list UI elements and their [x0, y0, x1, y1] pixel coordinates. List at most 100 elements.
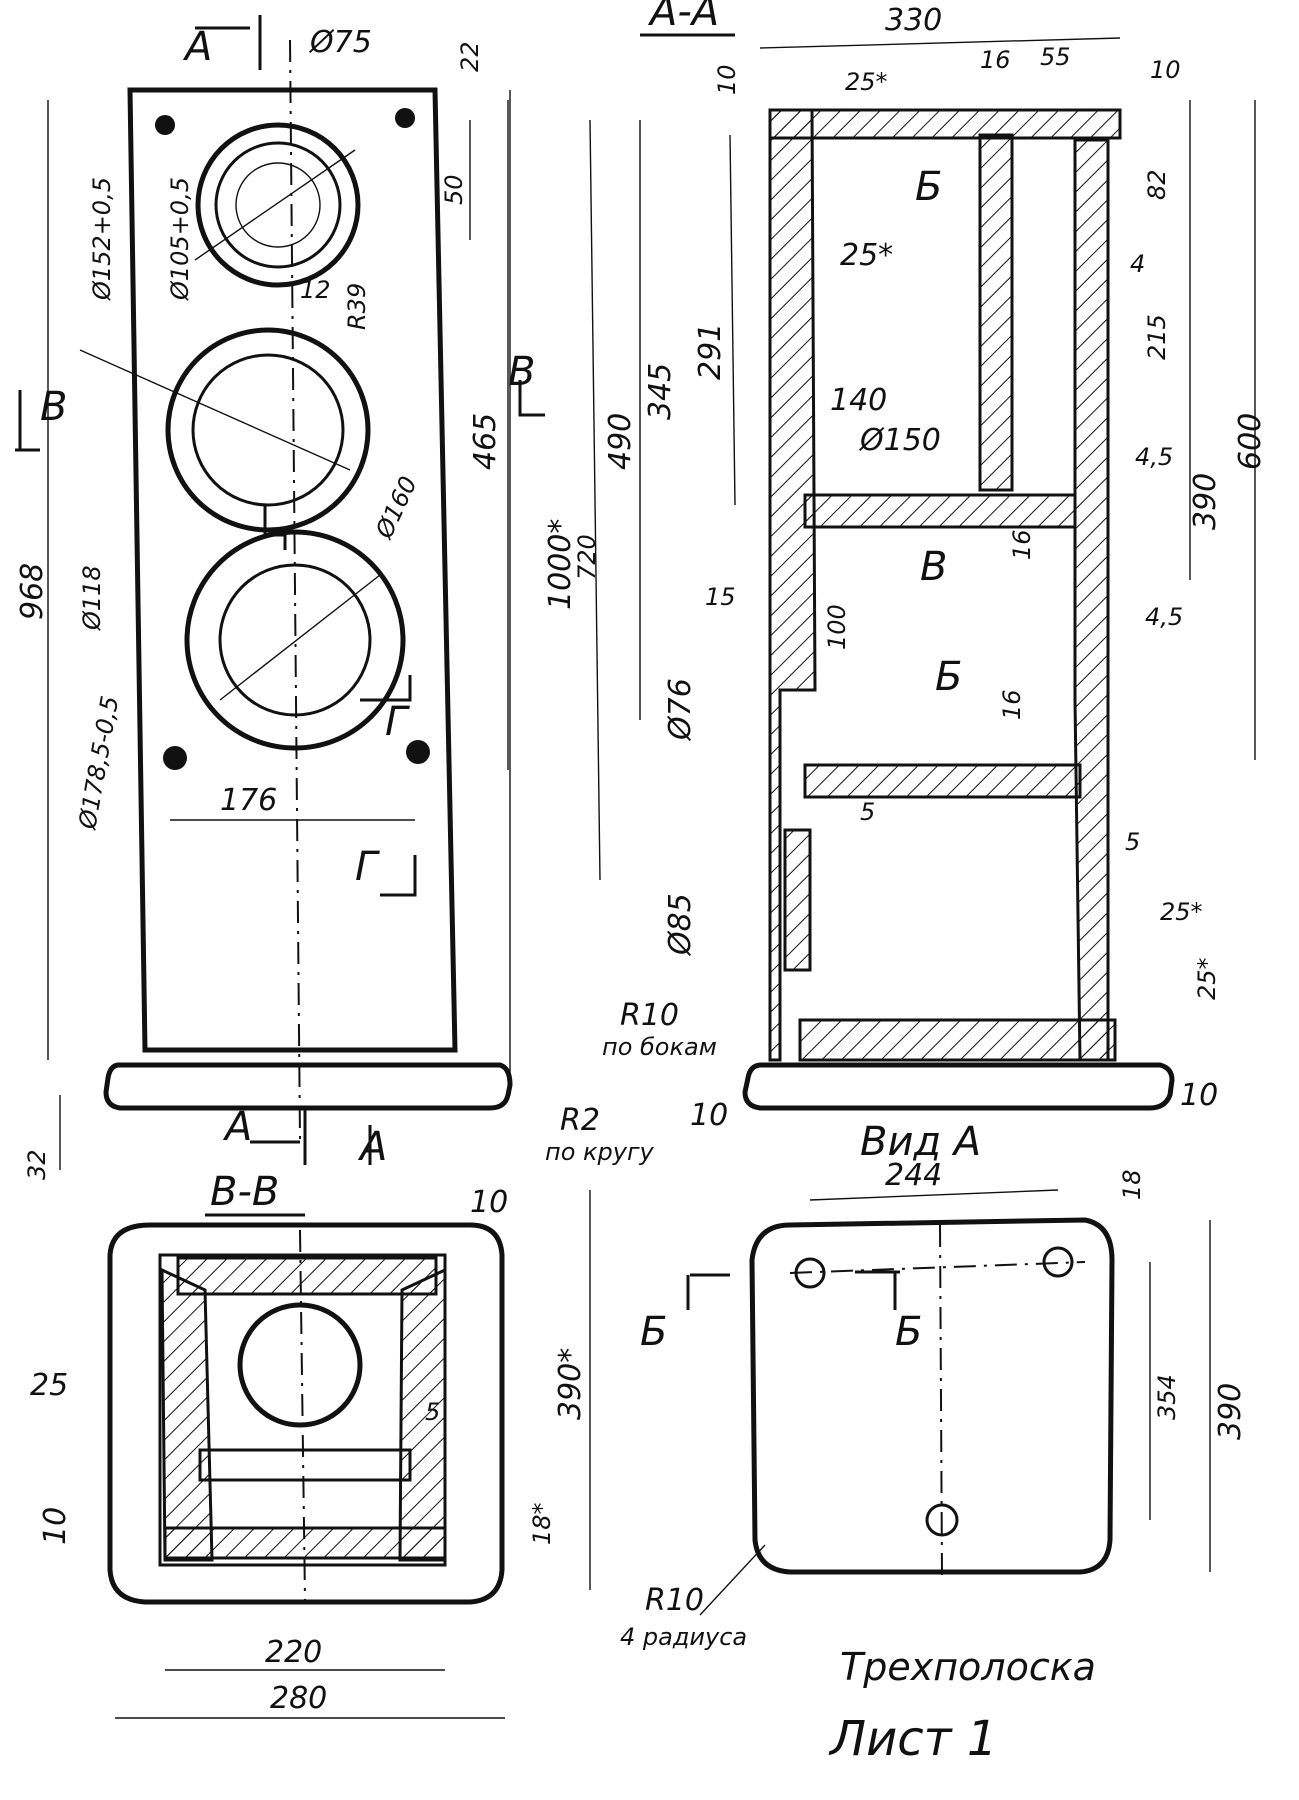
dim-tweeter-hole: Ø75 [308, 25, 372, 60]
aa-inner-partition [978, 133, 1014, 492]
cut-letter-a-top: А [182, 24, 212, 70]
cut-mark-a-bottom [250, 1108, 307, 1165]
aa-dim-150: Ø150 [858, 423, 941, 458]
aa-shelf-upper [803, 493, 1077, 529]
mount-hole-top-right [395, 108, 415, 128]
vv-driver-hole [237, 1302, 363, 1428]
cut-mark-a-top [195, 15, 262, 70]
vv-dim-280: 280 [270, 1681, 327, 1716]
dim-top-offset: 22 [456, 41, 484, 72]
cut-letter-v-right: В [508, 349, 535, 395]
dim-body-height: 968 [15, 563, 50, 620]
vv-top-panel [176, 1256, 438, 1296]
woofer-outer-ring [184, 529, 406, 751]
woofer-inner-ring [218, 563, 372, 717]
aa-dim-r10-note: по бокам [602, 1033, 717, 1061]
dim-gap: 12 [300, 276, 331, 304]
vv-base-outline [107, 1222, 505, 1605]
view-a-cut-letter-left: Б [640, 1309, 667, 1355]
section-aa: А-А 330 16 55 10 10 25* 25* 82 4 215 291… [357, 0, 1268, 1170]
cut-mark-v-left [15, 390, 40, 452]
view-a-cut-letter-right: Б [895, 1309, 922, 1355]
woofer-diameter-line [219, 574, 381, 701]
cut-letter-v-left: В [40, 384, 67, 430]
vv-dim-10-left: 10 [38, 1507, 73, 1545]
dim-driver-span: 465 [468, 413, 503, 470]
aa-dim-100: 100 [823, 604, 851, 650]
view-a-dim-390: 390 [1213, 1383, 1248, 1440]
aa-cut-letter-b: Б [935, 654, 962, 700]
cut-letter-a-bottom: А [222, 1104, 252, 1150]
caption-name: Трехполоска [840, 1645, 1096, 1689]
view-a-arrow-label: А [357, 1124, 387, 1170]
aa-dim-5-left: 5 [860, 798, 875, 826]
aa-dim-15: 15 [705, 583, 736, 611]
aa-port-wall [783, 828, 812, 972]
cut-mark-g-top [360, 675, 412, 702]
aa-dim-10-left: 10 [690, 1098, 728, 1133]
vv-dim-5: 5 [425, 1398, 440, 1426]
view-a-title: Вид А [860, 1119, 981, 1165]
aa-dim-r10: R10 [620, 998, 679, 1033]
view-a-base-outline [749, 1217, 1115, 1575]
aa-dim-back-gap: 55 [1040, 43, 1071, 71]
view-a: Вид А 244 18 354 390 R10 4 радиуса Б Б [620, 1119, 1248, 1651]
aa-dim-600: 600 [1233, 413, 1268, 470]
view-a-dim-244: 244 [885, 1158, 942, 1193]
view-a-hole-right [1042, 1246, 1074, 1278]
dim-tweeter-cutout: Ø105+0,5 [166, 177, 194, 301]
aa-dim-25-back: 25* [1160, 898, 1203, 926]
aa-dim-partition: 16 [980, 46, 1011, 74]
aa-dim-215: 215 [1143, 314, 1171, 360]
tweeter-diameter-line [194, 149, 356, 261]
section-vv: В-В 10 25 5 390* 10 18* 220 280 [30, 1169, 591, 1719]
dim-midrange-hole: Ø118 [78, 565, 106, 631]
vv-dim-25: 25 [30, 1368, 68, 1403]
mount-hole-bottom-left [163, 746, 187, 770]
aa-dim-back-thickness: 10 [1150, 56, 1181, 84]
view-a-dim-354: 354 [1153, 1374, 1181, 1420]
dim-hole-spacing: 176 [220, 783, 277, 818]
aa-back-wall [1073, 138, 1110, 1062]
view-a-dim-r10: R10 [645, 1583, 704, 1618]
dim-radius: R39 [343, 283, 371, 330]
cut-letter-g-bottom: Г [355, 844, 380, 890]
aa-dim-16-shelf: 16 [1008, 529, 1036, 560]
front-base-plinth [103, 1062, 513, 1111]
midrange-outer-ring [165, 327, 371, 533]
aa-dim-width: 330 [885, 3, 942, 38]
cut-letter-g-top: Г [385, 699, 410, 745]
dim-woofer-hole: Ø160 [370, 472, 423, 543]
aa-dim-140: 140 [830, 383, 887, 418]
aa-dim-port-85: Ø85 [663, 893, 698, 957]
view-a-cut-mark-left [686, 1273, 730, 1310]
mount-hole-top-left [155, 115, 175, 135]
aa-cut-letter-v: В [920, 544, 947, 590]
aa-cut-letter-b-top: Б [915, 164, 942, 210]
view-a-dim-r10-note: 4 радиуса [620, 1623, 747, 1651]
vv-left-wall [160, 1267, 214, 1562]
aa-dim-82: 82 [1143, 169, 1171, 200]
aa-dim-4: 4 [1130, 250, 1145, 278]
tweeter-dome [235, 162, 321, 248]
aa-dim-490: 490 [603, 413, 638, 470]
dim-base-radius: R2 [560, 1103, 600, 1138]
section-aa-title: А-А [647, 0, 719, 35]
aa-base-plinth [742, 1062, 1175, 1111]
view-a-cut-mark-right [855, 1270, 900, 1310]
vv-dim-220: 220 [265, 1635, 322, 1670]
aa-dim-side-wall: 25* [840, 238, 893, 273]
aa-dim-345: 345 [643, 363, 678, 420]
dim-woofer-cutout: Ø178,5-0,5 [73, 694, 124, 832]
vv-dim-18: 18* [528, 1502, 556, 1545]
aa-dim-4-5-bottom: 4,5 [1145, 603, 1183, 631]
aa-dim-port-76: Ø76 [663, 678, 698, 742]
tweeter-inner-ring [214, 141, 342, 269]
aa-front-wall [768, 108, 817, 1062]
front-centerline [289, 39, 301, 1141]
aa-dim-4-5-top: 4,5 [1135, 443, 1173, 471]
front-body-outline [127, 87, 458, 1053]
view-a-dim-18: 18 [1118, 1169, 1146, 1200]
aa-dim-390: 390 [1188, 473, 1223, 530]
